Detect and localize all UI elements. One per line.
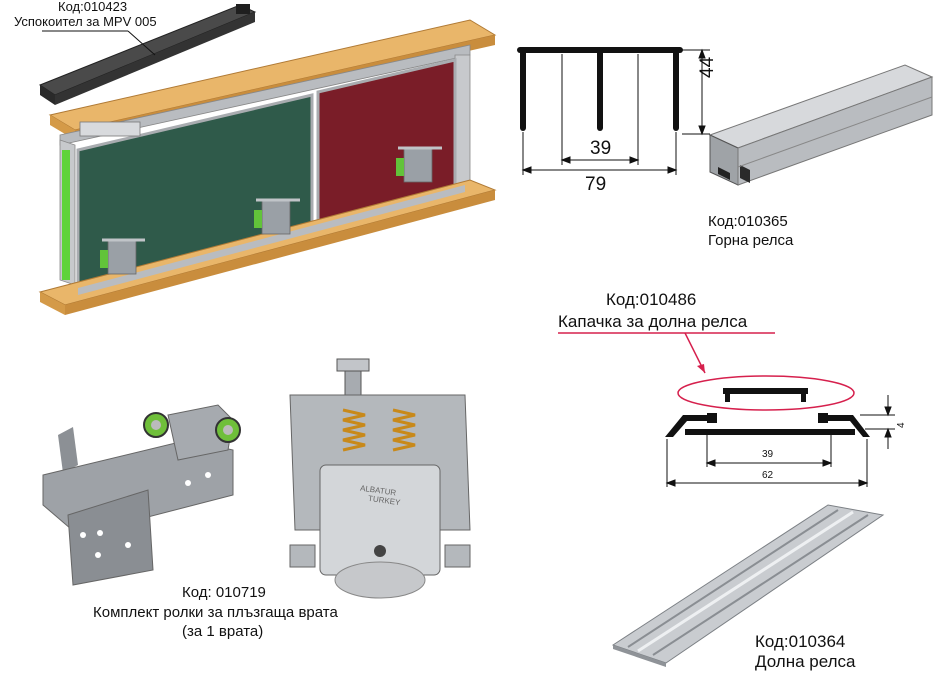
cap-name: Капачка за долна релса [558, 312, 748, 331]
top-rail-code: Код:010365 [708, 213, 788, 230]
cap-diagram [558, 332, 855, 411]
bottom-rail-render [611, 504, 885, 667]
bottom-rail-code: Код:010364 [755, 632, 846, 651]
roller-kit-code: Код: 010719 [182, 584, 266, 601]
roller-unit-render [289, 358, 471, 599]
top-rail-name: Горна релса [708, 232, 794, 249]
cap-code: Код:010486 [606, 290, 697, 309]
damper-leader-line [42, 30, 156, 56]
top-rail-render [700, 55, 937, 195]
top-rail-cross-section [510, 40, 730, 200]
sliding-door-illustration [0, 0, 500, 320]
bottom-profile-dim-height: 4 [896, 422, 907, 428]
damper-name: Успокоител за MPV 005 [14, 14, 157, 29]
roller-kit-name: Комплект ролки за плъзгаща врата [93, 604, 338, 621]
top-rail-dim-inner: 39 [590, 138, 612, 159]
bottom-profile-dim-inner: 39 [762, 449, 774, 460]
bottom-profile-dim-outer: 62 [762, 470, 774, 481]
damper-code: Код:010423 [58, 0, 128, 14]
bottom-rail-name: Долна релса [755, 652, 856, 671]
top-rail-dim-outer: 79 [585, 174, 607, 195]
roller-kit-note: (за 1 врата) [182, 623, 264, 640]
roller-bracket-render [42, 404, 241, 586]
bottom-rail-cross-section [665, 395, 895, 487]
